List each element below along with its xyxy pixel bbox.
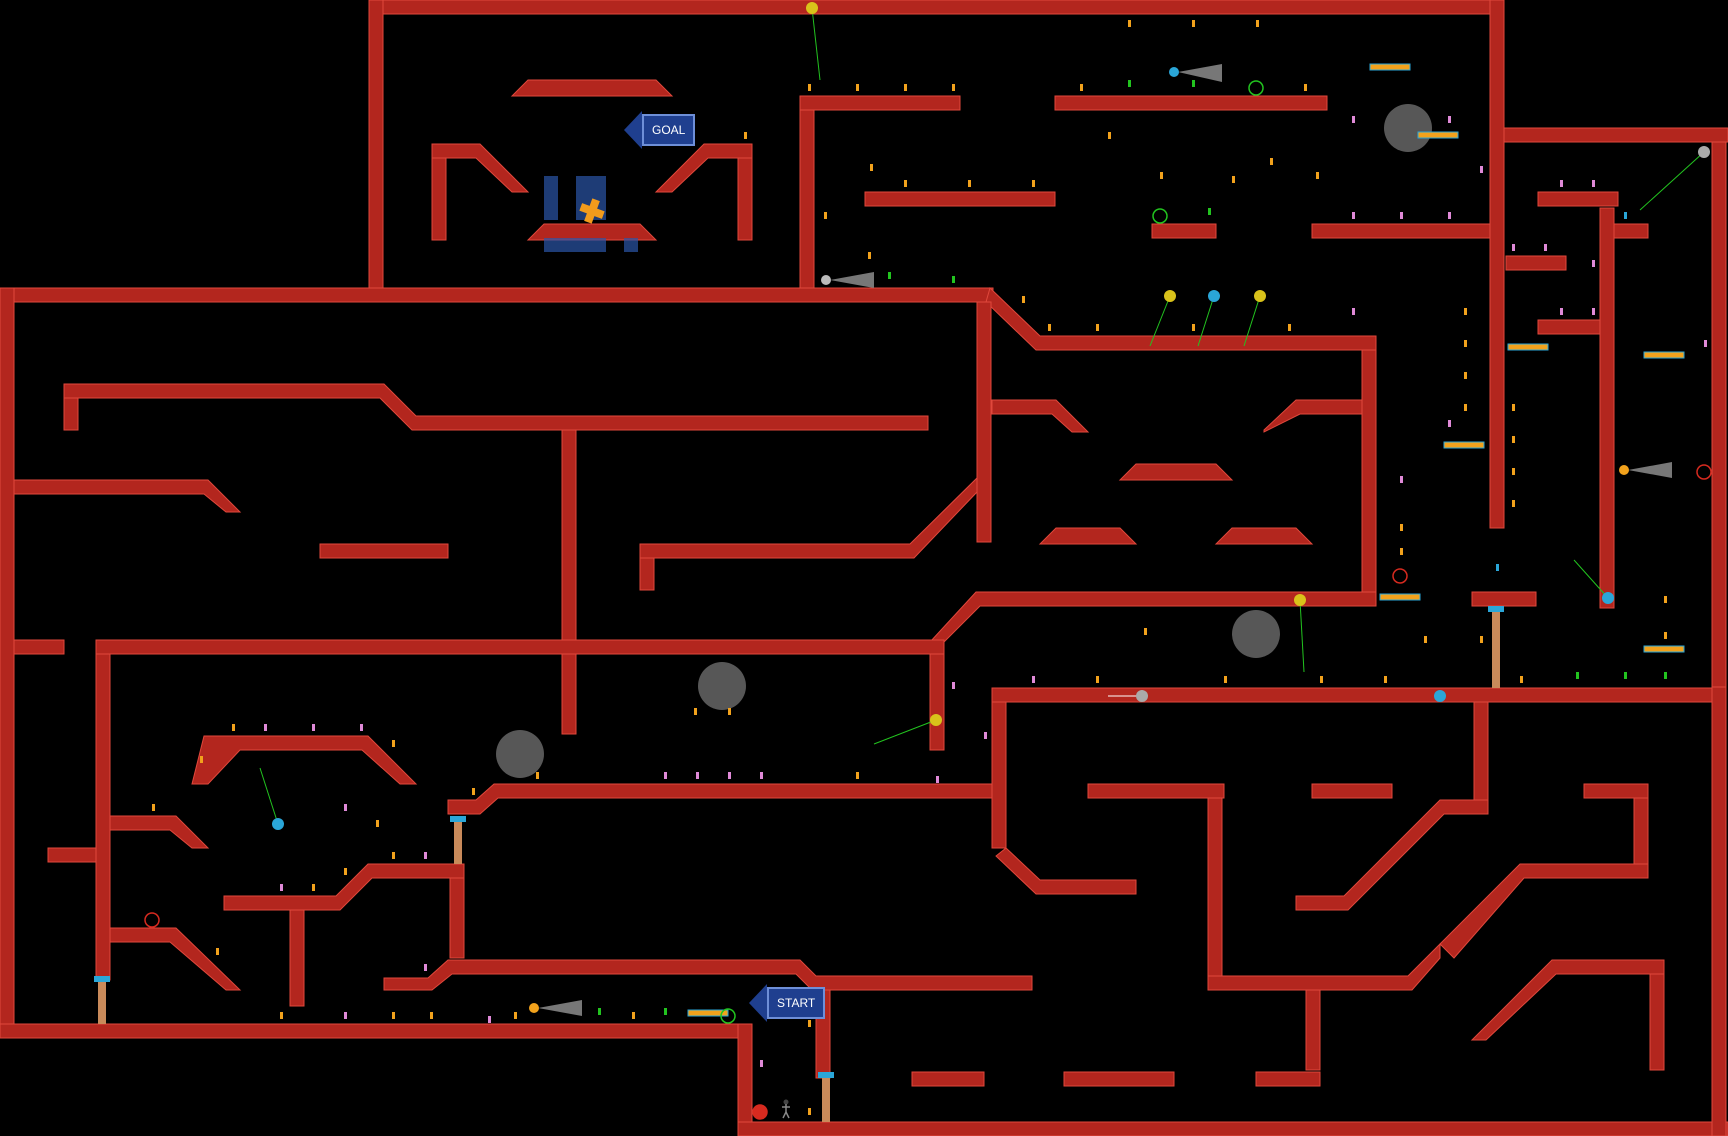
drone-icon xyxy=(1384,104,1432,152)
launchpad-icon xyxy=(1379,593,1421,601)
arrow-left-icon xyxy=(624,111,642,149)
mine-icon xyxy=(806,2,818,14)
arrow-left-icon xyxy=(749,984,767,1022)
turret-icon xyxy=(821,275,831,285)
launchpad-icon xyxy=(1507,343,1549,351)
goal-sign: GOAL xyxy=(624,111,696,149)
mine-icon xyxy=(272,818,284,830)
turret-icon xyxy=(1169,67,1179,77)
turrets xyxy=(529,64,1672,1016)
x-star-icon xyxy=(579,198,605,224)
mines xyxy=(259,2,1710,830)
launchpad-icon xyxy=(1443,441,1485,449)
mine-icon xyxy=(930,714,942,726)
turret-icon xyxy=(1619,465,1629,475)
mine-icon xyxy=(1294,594,1306,606)
mine-icon xyxy=(1164,290,1176,302)
mine-icon xyxy=(1602,592,1614,604)
launchpads xyxy=(687,63,1685,1017)
turret-icon xyxy=(529,1003,539,1013)
goal-label: GOAL xyxy=(642,114,696,146)
drone-icon xyxy=(1232,610,1280,658)
start-label: START xyxy=(767,987,826,1019)
mine-icon xyxy=(1434,690,1446,702)
launchpad-icon xyxy=(1643,645,1685,653)
mine-icon xyxy=(1254,290,1266,302)
mine-icon xyxy=(1136,690,1148,702)
drone-icon xyxy=(496,730,544,778)
launchpad-icon xyxy=(1643,351,1685,359)
launchpad-icon xyxy=(1369,63,1411,71)
crystals xyxy=(264,80,1707,1067)
launchpad-icon xyxy=(687,1009,729,1017)
switches xyxy=(144,80,1712,1120)
drones xyxy=(496,104,1432,778)
launchpad-icon xyxy=(1417,131,1459,139)
ninja-icon[interactable] xyxy=(782,1099,790,1119)
mine-icon xyxy=(1698,146,1710,158)
start-sign: START xyxy=(749,984,826,1022)
drone-icon xyxy=(698,662,746,710)
springs xyxy=(94,606,1504,1122)
mine-icon xyxy=(1208,290,1220,302)
